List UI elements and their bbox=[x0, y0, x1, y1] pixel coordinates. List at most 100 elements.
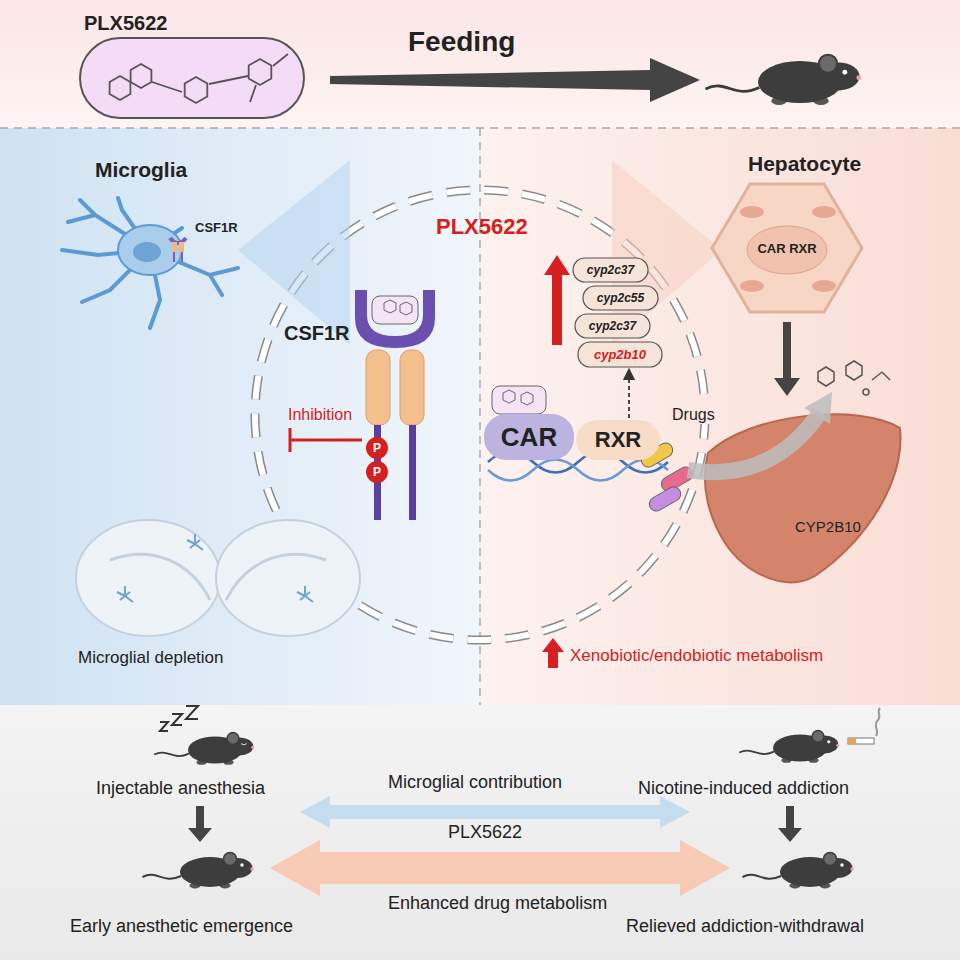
nucleus bbox=[133, 242, 161, 262]
drawing bbox=[819, 55, 837, 73]
protein-blob bbox=[484, 414, 574, 460]
mitochondrion bbox=[812, 206, 836, 218]
dashed-connector bbox=[628, 369, 630, 418]
drawing bbox=[823, 858, 853, 878]
drawing bbox=[240, 863, 244, 867]
dashed-circle bbox=[255, 190, 705, 640]
node-text: Xenobiotic/endobiotic metabolism bbox=[570, 646, 823, 666]
drawing bbox=[818, 62, 860, 90]
up-arrow bbox=[542, 638, 564, 668]
right-band bbox=[480, 128, 960, 705]
rxr-protein: RXR bbox=[576, 420, 660, 460]
hepatocyte-cell: CAR RXR bbox=[712, 182, 862, 314]
node-text: PLX5622 bbox=[84, 12, 167, 35]
mouse-figure bbox=[706, 55, 862, 105]
drawing bbox=[224, 853, 237, 866]
node-text: CAR bbox=[501, 422, 557, 453]
bottom-band bbox=[0, 705, 960, 960]
drugs-label: Drugs bbox=[670, 406, 717, 424]
drug-label: PLX5622 bbox=[436, 214, 528, 240]
mouse-figure bbox=[743, 853, 854, 889]
drawing bbox=[190, 883, 201, 889]
drawing bbox=[143, 875, 182, 879]
ring bbox=[249, 59, 272, 85]
gene-oval bbox=[578, 342, 662, 367]
mouse-figure bbox=[739, 730, 839, 762]
drug-label: PLX5622 bbox=[448, 822, 522, 843]
condition-label: Nicotine-induced addiction bbox=[638, 778, 849, 799]
drawing bbox=[223, 858, 253, 878]
drawing bbox=[188, 737, 242, 764]
metabolites bbox=[818, 361, 890, 395]
gene-oval bbox=[573, 258, 648, 282]
drawing bbox=[809, 757, 819, 762]
small-receptor bbox=[170, 238, 186, 262]
drawing bbox=[820, 883, 831, 889]
drawing bbox=[811, 735, 838, 753]
drawing bbox=[850, 867, 854, 871]
mitochondrion bbox=[812, 280, 836, 292]
drawing bbox=[758, 61, 842, 103]
gene-oval: cyp2c37 bbox=[573, 258, 648, 282]
double-arrow bbox=[270, 840, 730, 896]
drug-pill: PLX5622 bbox=[78, 10, 306, 122]
receptor-label: CSF1R bbox=[195, 220, 238, 235]
pill-outline bbox=[80, 38, 304, 118]
drawing bbox=[812, 730, 824, 742]
top-band bbox=[0, 0, 960, 128]
drawing bbox=[780, 857, 840, 887]
mouse-figure bbox=[143, 853, 254, 889]
bond bbox=[152, 54, 288, 102]
gene-oval bbox=[583, 286, 658, 310]
microglia-panel: MicrogliaMicroglial depletion bbox=[0, 128, 480, 705]
liver: CYP2B10 bbox=[700, 398, 905, 593]
drawing bbox=[197, 759, 207, 764]
drawing bbox=[813, 97, 828, 105]
node-text: CYP2B10 bbox=[795, 518, 861, 535]
node-text: Microglia bbox=[95, 158, 187, 182]
left-band bbox=[0, 128, 480, 705]
drawing bbox=[782, 757, 792, 762]
down-arrow bbox=[778, 806, 802, 842]
drug-molecule bbox=[492, 386, 546, 414]
outcome-label: Relieved addiction-withdrawal bbox=[626, 916, 864, 937]
receptor-label: CSF1R bbox=[284, 322, 350, 345]
drawing bbox=[773, 735, 827, 762]
arrow-label: Microglial contribution bbox=[388, 772, 562, 793]
drawing bbox=[771, 97, 786, 105]
phospho-label: P bbox=[373, 465, 381, 479]
node-text: Hepatocyte bbox=[748, 152, 861, 176]
ring bbox=[185, 77, 208, 103]
hepatocyte-outline bbox=[712, 184, 862, 312]
ring bbox=[110, 76, 131, 100]
drawing bbox=[251, 746, 254, 749]
drawing bbox=[220, 883, 231, 889]
microglia-cell bbox=[62, 198, 238, 328]
drawing bbox=[836, 744, 839, 747]
drawing bbox=[743, 875, 782, 879]
divider bbox=[0, 127, 960, 129]
outcome-label: Early anesthetic emergence bbox=[70, 916, 293, 937]
drawing bbox=[842, 70, 847, 75]
up-arrow bbox=[544, 255, 570, 345]
drawing bbox=[180, 857, 240, 887]
drawing bbox=[790, 883, 801, 889]
down-arrow bbox=[774, 322, 800, 396]
drawing bbox=[824, 853, 837, 866]
mitochondrion bbox=[740, 280, 764, 292]
gene-oval bbox=[575, 314, 650, 338]
drawing bbox=[706, 86, 760, 91]
node-text: Microglial depletion bbox=[78, 648, 224, 668]
microglia-body bbox=[118, 225, 182, 275]
brain bbox=[76, 520, 360, 636]
feeding-arrow bbox=[330, 58, 700, 102]
arrow-label: Feeding bbox=[408, 26, 515, 58]
drawing bbox=[241, 744, 246, 745]
inhibition-label: Inhibition bbox=[288, 406, 352, 424]
drawing bbox=[154, 753, 189, 756]
phospho-label: P bbox=[373, 441, 381, 455]
node-text: CAR RXR bbox=[757, 241, 816, 256]
metabolism-arrowhead bbox=[804, 392, 832, 424]
